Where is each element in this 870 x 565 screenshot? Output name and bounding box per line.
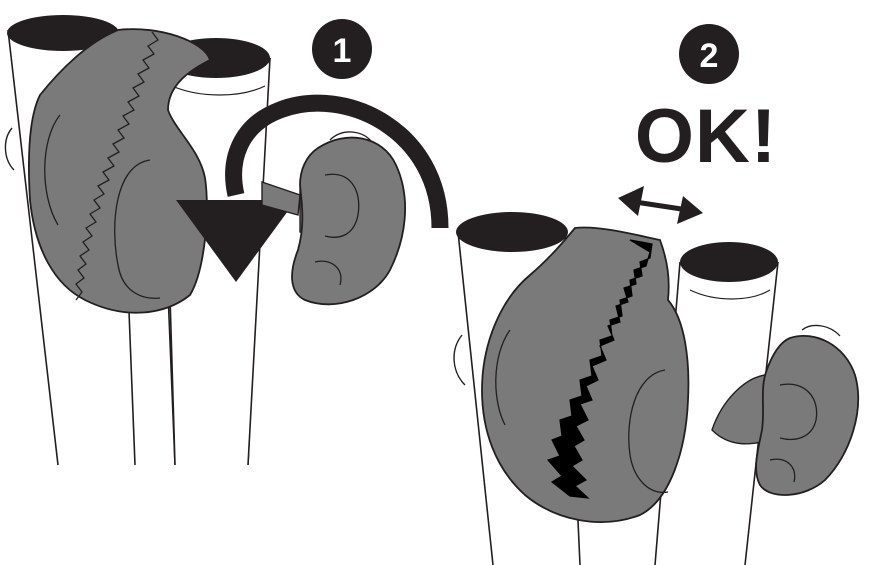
double-headed-arrow-icon <box>618 186 703 224</box>
clamp-body-open <box>29 29 210 313</box>
step-1-illustration: 1 <box>5 15 440 465</box>
knob-step1 <box>262 132 405 304</box>
ok-status-label: OK! <box>635 94 777 179</box>
step-2-badge: 2 <box>679 24 739 84</box>
step-2-illustration: 2 OK! <box>454 24 858 565</box>
step-2-number: 2 <box>700 37 719 75</box>
step-1-badge: 1 <box>312 19 372 79</box>
step-1-number: 1 <box>333 32 352 70</box>
clamp-body-closed <box>482 227 688 522</box>
